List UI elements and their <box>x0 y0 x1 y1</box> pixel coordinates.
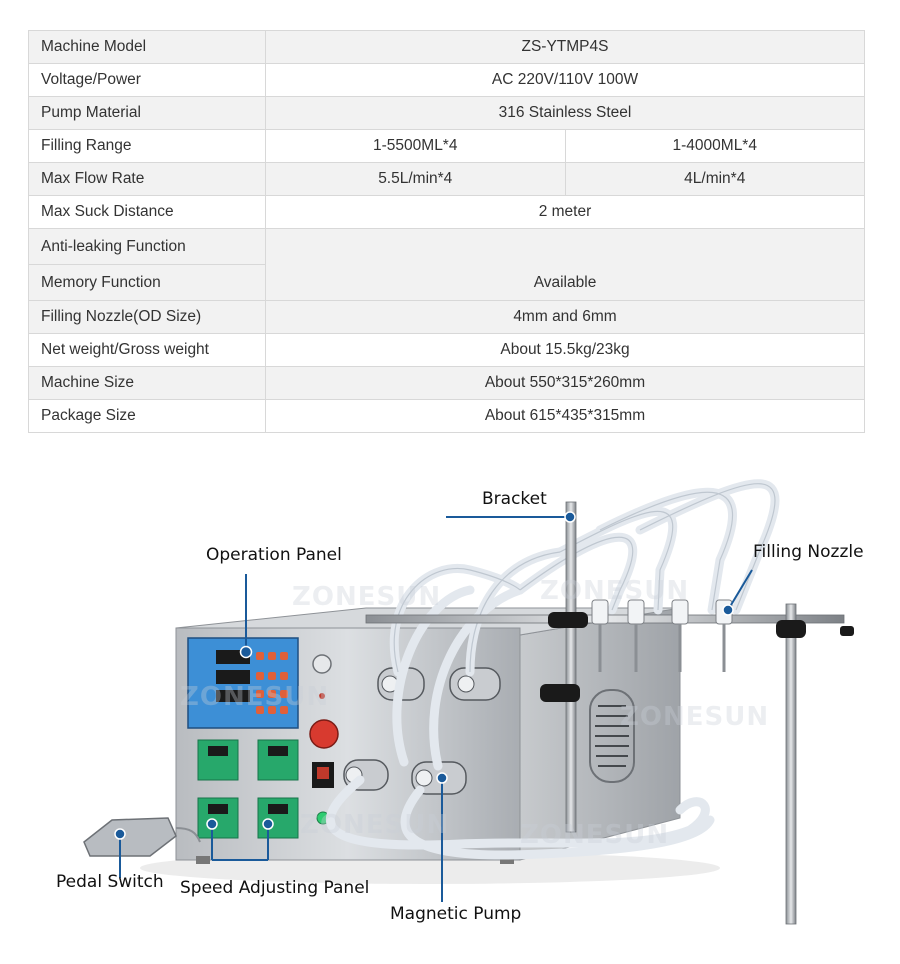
table-row: Net weight/Gross weight About 15.5kg/23k… <box>28 333 865 367</box>
row-label: Filling Nozzle(OD Size) <box>28 300 266 334</box>
row-value: About 550*315*260mm <box>265 366 865 400</box>
watermark: ZONESUN <box>520 820 670 850</box>
bracket-clamp <box>548 612 588 628</box>
stand-pole <box>785 603 797 925</box>
row-value: About 15.5kg/23kg <box>265 333 865 367</box>
bracket-clamp <box>540 684 580 702</box>
row-label: Machine Model <box>28 30 266 64</box>
row-value: ZS-YTMP4S <box>265 30 865 64</box>
machine-illustration <box>83 479 854 925</box>
power-indicator <box>319 693 325 699</box>
filling-nozzles <box>591 599 733 672</box>
watermark: ZONESUN <box>292 582 442 612</box>
table-row: Pump Material 316 Stainless Steel <box>28 96 865 130</box>
callout-pedal-switch: Pedal Switch <box>56 872 164 892</box>
table-row: Package Size About 615*435*315mm <box>28 399 865 433</box>
callout-operation-panel: Operation Panel <box>206 545 342 565</box>
row-label: Max Flow Rate <box>28 162 266 196</box>
row-value: 4mm and 6mm <box>265 300 865 334</box>
table-row: Max Suck Distance 2 meter <box>28 195 865 229</box>
callout-magnetic-pump: Magnetic Pump <box>390 904 522 924</box>
callout-speed-adjusting-panel: Speed Adjusting Panel <box>180 878 370 898</box>
vent-grille <box>589 689 635 783</box>
row-value-b: 4L/min*4 <box>564 162 865 196</box>
machine-diagram: ZONESUN ZONESUN ZONESUN ZONESUN ZONESUN … <box>0 440 900 964</box>
merged-value: Available <box>265 228 865 301</box>
row-value: AC 220V/110V 100W <box>265 63 865 97</box>
machine-foot <box>196 856 210 864</box>
bracket-pole <box>565 501 577 833</box>
callout-lines <box>119 516 753 902</box>
watermark: ZONESUN <box>540 576 690 606</box>
row-label: Voltage/Power <box>28 63 266 97</box>
watermark: ZONESUN <box>300 810 450 840</box>
speed-adjusting-panels <box>197 739 299 839</box>
table-row: Memory Function <box>28 264 865 301</box>
callout-dots <box>114 511 734 840</box>
row-value: 2 meter <box>265 195 865 229</box>
row-label: Anti-leaking Function <box>28 228 266 265</box>
row-value-a: 5.5L/min*4 <box>265 162 566 196</box>
fuse-knob <box>312 654 332 674</box>
table-row: Machine Model ZS-YTMP4S <box>28 30 865 64</box>
table-row: Voltage/Power AC 220V/110V 100W <box>28 63 865 97</box>
row-label: Pump Material <box>28 96 266 130</box>
row-value: 316 Stainless Steel <box>265 96 865 130</box>
watermark: ZONESUN <box>180 682 330 712</box>
callout-filling-nozzle: Filling Nozzle <box>753 542 864 562</box>
row-value: About 615*435*315mm <box>265 399 865 433</box>
speed-panel-displays <box>208 746 288 814</box>
spec-table: Machine Model ZS-YTMP4S Voltage/Power AC… <box>28 30 865 433</box>
row-value-b: 1-4000ML*4 <box>564 129 865 163</box>
table-row: Filling Nozzle(OD Size) 4mm and 6mm <box>28 300 865 334</box>
table-row: Filling Range 1-5500ML*4 1-4000ML*4 <box>28 129 865 163</box>
machine-foot <box>500 856 514 864</box>
callout-bracket: Bracket <box>482 489 547 509</box>
row-label: Max Suck Distance <box>28 195 266 229</box>
table-row: Anti-leaking Function Available <box>28 228 865 301</box>
row-value-a: 1-5500ML*4 <box>265 129 566 163</box>
table-row: Max Flow Rate 5.5L/min*4 4L/min*4 <box>28 162 865 196</box>
watermark: ZONESUN <box>620 702 770 732</box>
table-row: Machine Size About 550*315*260mm <box>28 366 865 400</box>
row-label: Memory Function <box>28 264 266 301</box>
row-label: Machine Size <box>28 366 266 400</box>
row-label: Filling Range <box>28 129 266 163</box>
row-label: Package Size <box>28 399 266 433</box>
row-label: Net weight/Gross weight <box>28 333 266 367</box>
emergency-stop <box>309 719 339 749</box>
stand-clamp <box>776 620 806 638</box>
operation-panel-screen <box>187 637 299 729</box>
